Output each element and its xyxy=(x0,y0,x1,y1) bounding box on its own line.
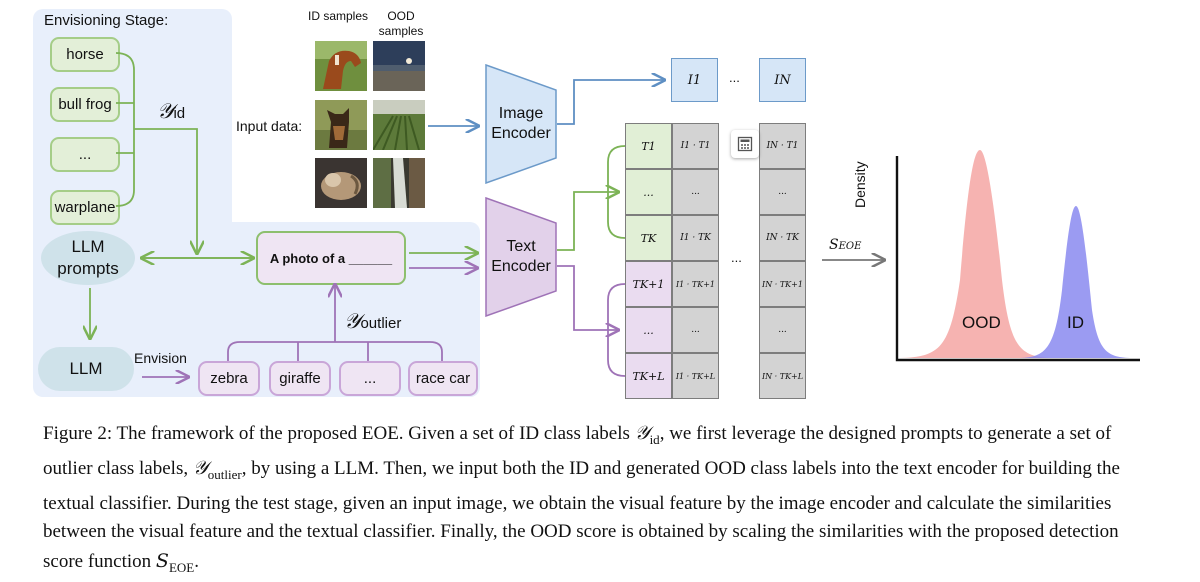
llm-prompts: LLM prompts xyxy=(41,231,135,285)
text-encoder-shape xyxy=(485,197,557,317)
outlier-class-race-car: race car xyxy=(408,361,478,396)
prompt-template: A photo of a ______ xyxy=(256,231,406,285)
figure-caption: Figure 2: The framework of the proposed … xyxy=(43,422,1120,575)
text-feature-id-dots: ... xyxy=(625,169,672,215)
image-feature-i1: I1 xyxy=(671,58,718,102)
y-outlier-label: 𝒴outlier xyxy=(344,309,402,333)
similarity-i1-tk: I1 · TK xyxy=(672,215,719,261)
similarity-in-dots: ... xyxy=(759,169,806,215)
similarity-in-tk: IN · TK xyxy=(759,215,806,261)
similarity-middle-dots: ... xyxy=(731,250,742,265)
text-feature-tk: TK xyxy=(625,215,672,261)
text-feature-tkl: TK+L xyxy=(625,353,672,399)
input-data-label: Input data: xyxy=(236,118,303,134)
similarity-in-tkl: IN · TK+L xyxy=(759,353,806,399)
outlier-class-ellipsis: ... xyxy=(339,361,401,396)
envisioning-stage-title: Envisioning Stage: xyxy=(44,12,169,29)
image-encoder-shape xyxy=(485,64,557,184)
similarity-i1-dots: ... xyxy=(672,169,719,215)
outlier-class-giraffe: giraffe xyxy=(269,361,331,396)
ood-distribution xyxy=(900,150,1050,358)
text-encoder-label: Text Encoder xyxy=(491,238,551,275)
similarity-i1-ood-dots: ... xyxy=(672,307,719,353)
text-feature-ood-dots: ... xyxy=(625,307,672,353)
similarity-in-ood-dots: ... xyxy=(759,307,806,353)
llm-cloud: LLM xyxy=(38,347,134,391)
id-class-warplane: warplane xyxy=(50,190,120,225)
outlier-class-zebra: zebra xyxy=(198,361,260,396)
id-sample-dog-image xyxy=(315,100,367,150)
density-ylabel: Density xyxy=(852,161,868,208)
ood-sample-field-image xyxy=(373,100,425,150)
id-sample-cat-image xyxy=(315,158,367,208)
ood-sample-night-sky-image xyxy=(373,41,425,91)
similarity-in-tk1: IN · TK+1 xyxy=(759,261,806,307)
ood-distribution-label: OOD xyxy=(962,313,1001,332)
similarity-i1-t1: I1 · T1 xyxy=(672,123,719,169)
density-axes xyxy=(895,156,1140,362)
similarity-in-t1: IN · T1 xyxy=(759,123,806,169)
text-feature-tk1: TK+1 xyxy=(625,261,672,307)
id-sample-horse-image xyxy=(315,41,367,91)
image-encoder-label: Image Encoder xyxy=(491,105,551,142)
similarity-i1-tkl: I1 · TK+L xyxy=(672,353,719,399)
calculator-icon xyxy=(731,130,759,158)
score-function-label: SEOE xyxy=(829,237,862,253)
id-samples-header: ID samples xyxy=(307,9,369,23)
image-feature-dots: ... xyxy=(729,70,740,85)
image-feature-in: IN xyxy=(759,58,806,102)
text-feature-t1: T1 xyxy=(625,123,672,169)
y-id-label: 𝒴id xyxy=(157,99,186,123)
ood-sample-waterfall-image xyxy=(373,158,425,208)
similarity-i1-tk1: I1 · TK+1 xyxy=(672,261,719,307)
id-class-ellipsis: ... xyxy=(50,137,120,172)
id-distribution xyxy=(1020,206,1130,358)
connector-lines xyxy=(0,52,1200,410)
ood-samples-header: OOD samples xyxy=(378,9,424,38)
envision-label: Envision xyxy=(134,350,187,366)
id-class-horse: horse xyxy=(50,37,120,72)
density-plot xyxy=(895,150,1140,362)
id-distribution-label: ID xyxy=(1067,313,1084,332)
id-class-bull-frog: bull frog xyxy=(50,87,120,122)
